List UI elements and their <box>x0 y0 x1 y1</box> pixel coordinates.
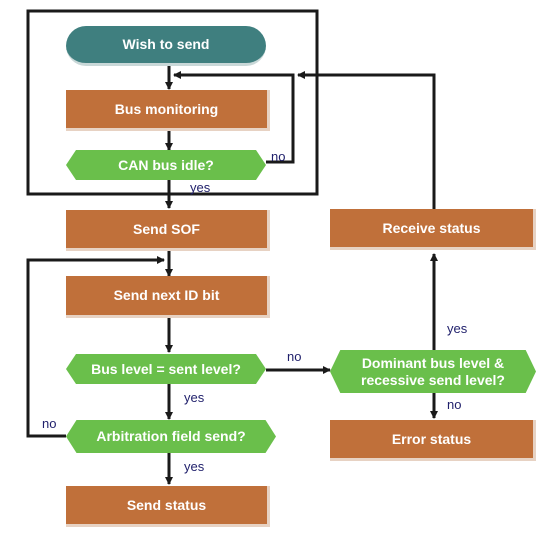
dominant-yes-label: yes <box>447 321 468 336</box>
idle-yes-label: yes <box>190 180 211 195</box>
error-status-node: Error status <box>330 420 536 461</box>
can-bus-idle-decision: CAN bus idle? <box>66 150 266 180</box>
bus-level-no-label: no <box>287 349 302 364</box>
send-next-id-bit-node: Send next ID bit <box>66 276 270 318</box>
bus-level-yes-label: yes <box>184 390 205 405</box>
idle-no-label: no <box>271 149 286 164</box>
bus-monitoring-node: Bus monitoring <box>66 90 270 131</box>
arbitration-yes-label: yes <box>184 459 205 474</box>
arrow-arbitration-no-loop <box>26 256 165 438</box>
arrow-receive-to-monitoring <box>297 71 436 209</box>
dominant-no-label: no <box>447 397 462 412</box>
dominant-recessive-decision: Dominant bus level & recessive send leve… <box>330 350 536 393</box>
send-status-node: Send status <box>66 486 270 527</box>
arrow-idle-no-loop <box>173 71 295 164</box>
arbitration-no-label: no <box>42 416 57 431</box>
arbitration-field-decision: Arbitration field send? <box>66 420 276 453</box>
receive-status-node: Receive status <box>330 209 536 250</box>
idle-loop-frame <box>26 9 319 196</box>
bus-level-decision: Bus level = sent level? <box>66 354 266 384</box>
wish-to-send-node: Wish to send <box>66 26 266 66</box>
send-sof-node: Send SOF <box>66 210 270 251</box>
